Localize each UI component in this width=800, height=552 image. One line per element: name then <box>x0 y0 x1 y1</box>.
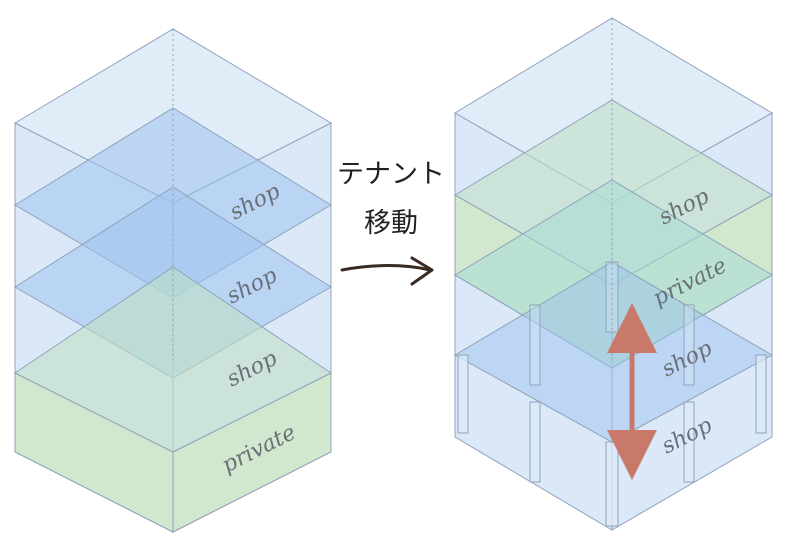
transition-title-line1: テナント <box>337 159 445 190</box>
transition-title-line2: 移動 <box>364 208 418 239</box>
column-1 <box>457 354 469 434</box>
column-5 <box>755 354 767 434</box>
column-8 <box>605 261 619 333</box>
column-2 <box>529 401 541 483</box>
right-building: shop private shop shop <box>453 17 774 531</box>
right-columns <box>457 261 767 527</box>
move-arrow-icon <box>340 256 434 286</box>
column-6 <box>529 304 541 386</box>
left-building: shop shop shop private <box>13 28 333 533</box>
column-4 <box>683 401 695 483</box>
column-3 <box>605 441 619 527</box>
column-7 <box>683 304 695 386</box>
transition-group: テナント 移動 <box>337 159 445 286</box>
